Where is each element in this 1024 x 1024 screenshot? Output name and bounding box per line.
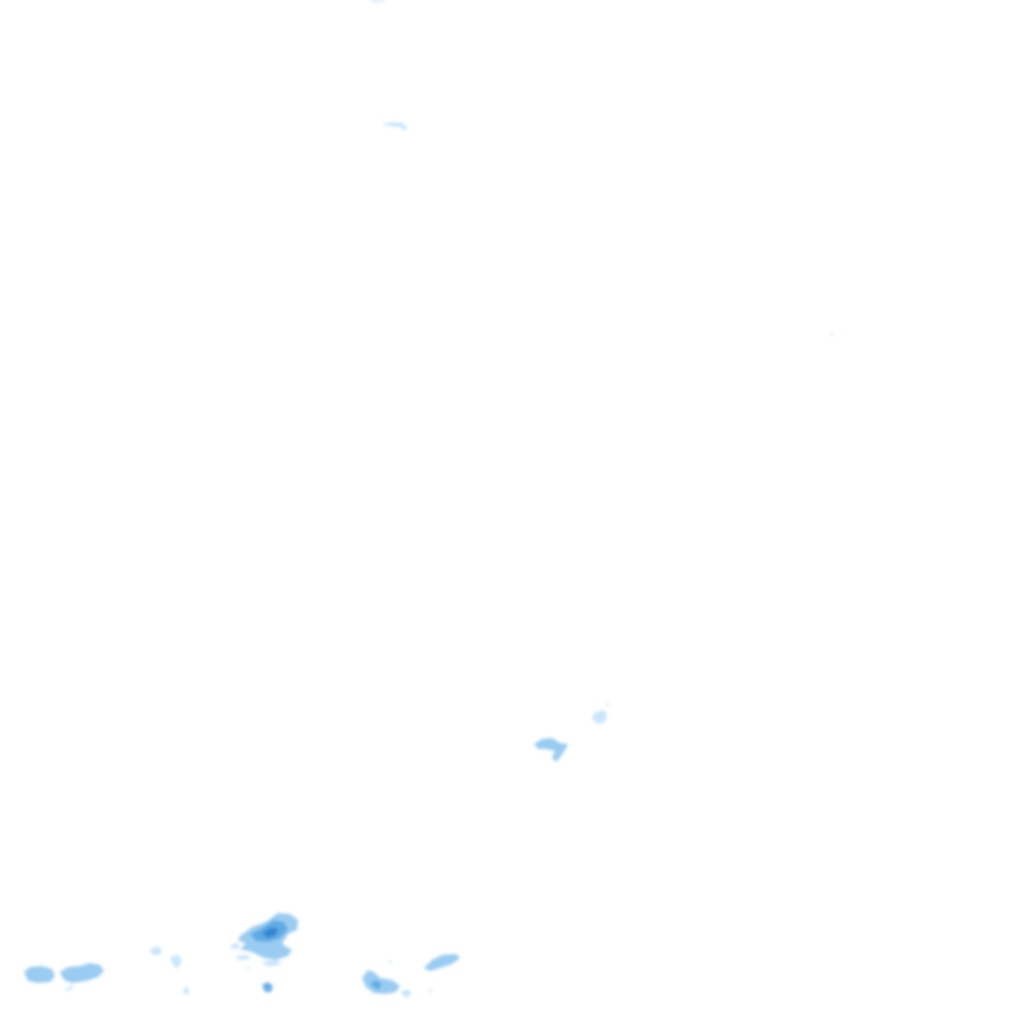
precip-cell-sw-5 xyxy=(183,986,189,995)
precip-cell-sc-1-core xyxy=(370,980,382,990)
precip-cell-north xyxy=(382,122,407,131)
precip-cell-sc-1 xyxy=(362,970,400,994)
precip-cell-top-edge xyxy=(370,0,386,2)
precip-cell-main-band xyxy=(230,943,240,949)
precip-cell-main-peak xyxy=(262,928,278,938)
precip-cell-sc-3 xyxy=(424,954,460,971)
precip-cell-east-speck xyxy=(829,333,834,336)
precip-cell-main-band-2 xyxy=(236,955,250,960)
precip-cell-central-east-speck xyxy=(606,703,610,706)
precip-cell-main-south xyxy=(262,960,282,966)
precip-cell-sw-2-trail xyxy=(64,985,74,991)
precip-cell-sw-2 xyxy=(60,963,104,983)
precip-cell-sw-3 xyxy=(150,946,162,955)
precip-cell-sc-2 xyxy=(400,989,412,998)
precip-cell-sw-1 xyxy=(24,966,55,983)
precip-cell-sc-speck-2 xyxy=(428,989,432,993)
precip-cell-central xyxy=(534,738,568,762)
precip-cell-main-dot xyxy=(262,982,273,992)
precip-cell-sc-speck xyxy=(388,960,392,964)
precip-cell-central-east-small xyxy=(592,710,607,724)
precip-cell-main-speck xyxy=(245,967,250,970)
precip-cell-sw-4 xyxy=(170,955,182,968)
